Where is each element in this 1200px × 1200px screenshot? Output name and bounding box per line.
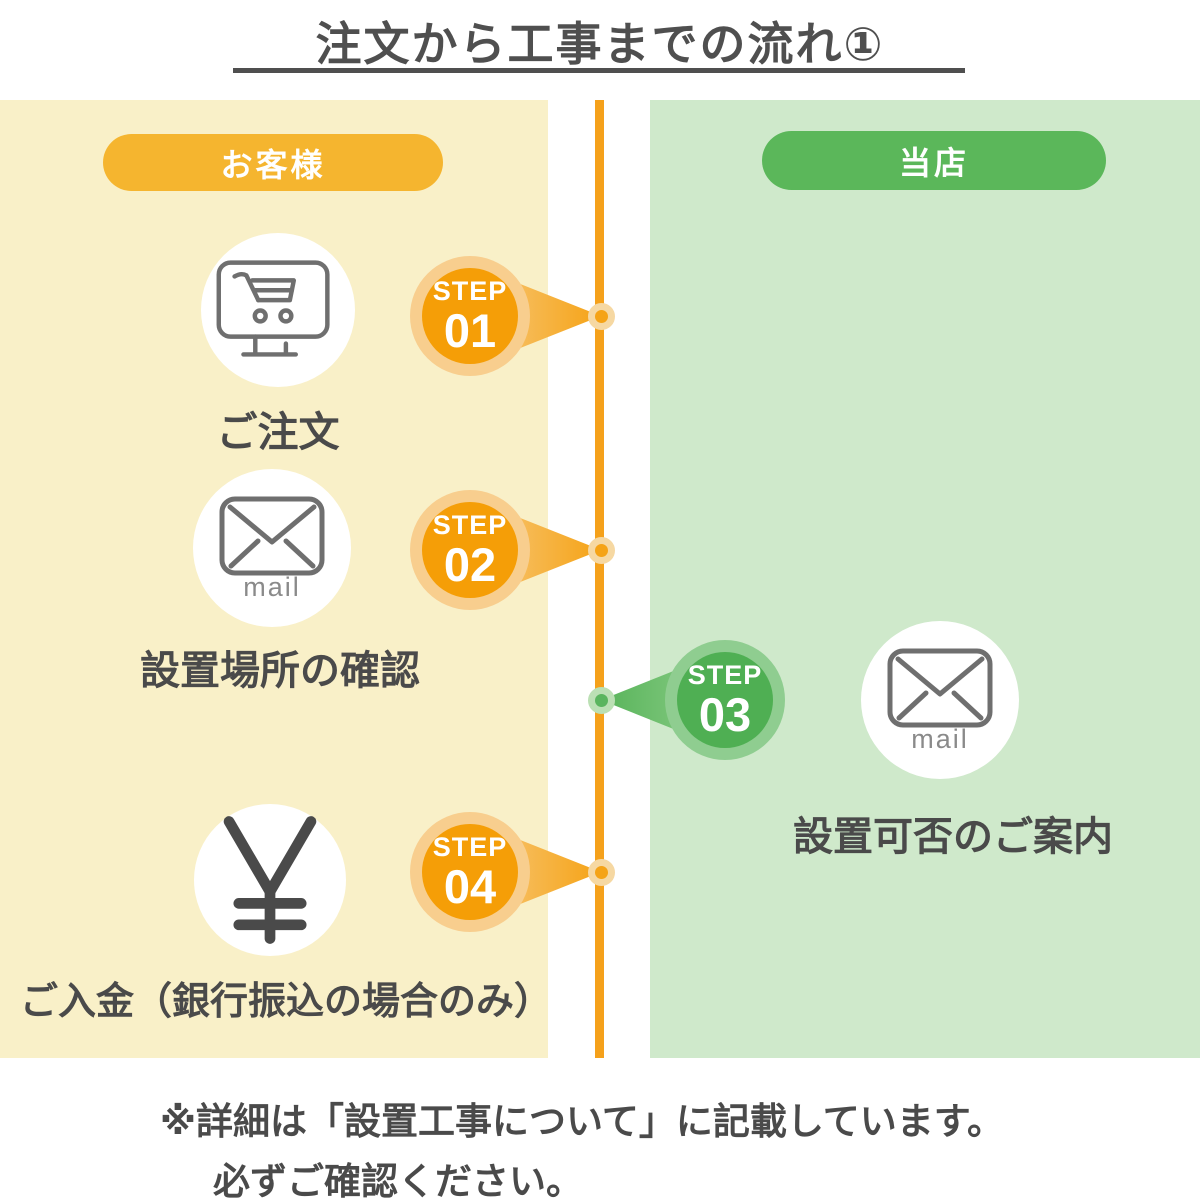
step-number: 02 xyxy=(443,538,497,591)
icon-circle-order xyxy=(201,233,355,387)
step-label: 設置場所の確認 xyxy=(140,649,420,693)
note-line-2: 必ずご確認ください。 xyxy=(213,1160,583,1200)
step-number: 04 xyxy=(443,860,497,913)
mail-icon xyxy=(885,646,995,730)
yen-icon xyxy=(194,804,346,956)
icon-circle-mail-store: mail xyxy=(861,621,1019,779)
connector-ring xyxy=(588,537,615,564)
store-lane xyxy=(650,100,1200,1058)
step-word: STEP xyxy=(432,276,508,306)
mail-caption: mail xyxy=(911,723,969,754)
step-badge: STEP 04 xyxy=(422,824,518,920)
note-line-1: ※詳細は「設置工事について」に記載しています。 xyxy=(160,1101,1005,1142)
customer-pill: お客様 xyxy=(103,134,443,191)
connector-ring xyxy=(588,303,615,330)
step-word: STEP xyxy=(432,510,508,540)
step-label: 設置可否のご案内 xyxy=(793,815,1113,859)
step-badge: STEP 03 xyxy=(677,652,773,748)
mail-caption: mail xyxy=(243,571,301,602)
step-number: 01 xyxy=(443,304,497,357)
connector-ring xyxy=(588,859,615,886)
step-word: STEP xyxy=(432,832,508,862)
step-label: ご入金（銀行振込の場合のみ） xyxy=(19,981,552,1023)
icon-circle-mail-customer: mail xyxy=(193,469,351,627)
title-underline xyxy=(233,68,965,73)
cart-monitor-icon xyxy=(201,233,355,387)
step-word: STEP xyxy=(687,660,763,690)
step-number: 03 xyxy=(698,688,752,741)
step-badge: STEP 01 xyxy=(422,268,518,364)
icon-circle-payment xyxy=(194,804,346,956)
footer-note: ※詳細は「設置工事について」に記載しています。 必ずご確認ください。 xyxy=(160,1092,1004,1200)
store-pill: 当店 xyxy=(762,131,1106,190)
step-label: ご注文 xyxy=(216,409,340,455)
mail-icon xyxy=(217,494,327,578)
step-badge: STEP 02 xyxy=(422,502,518,598)
page-title: 注文から工事までの流れ① xyxy=(315,18,885,70)
timeline-line xyxy=(595,100,604,1058)
connector-ring xyxy=(588,687,615,714)
